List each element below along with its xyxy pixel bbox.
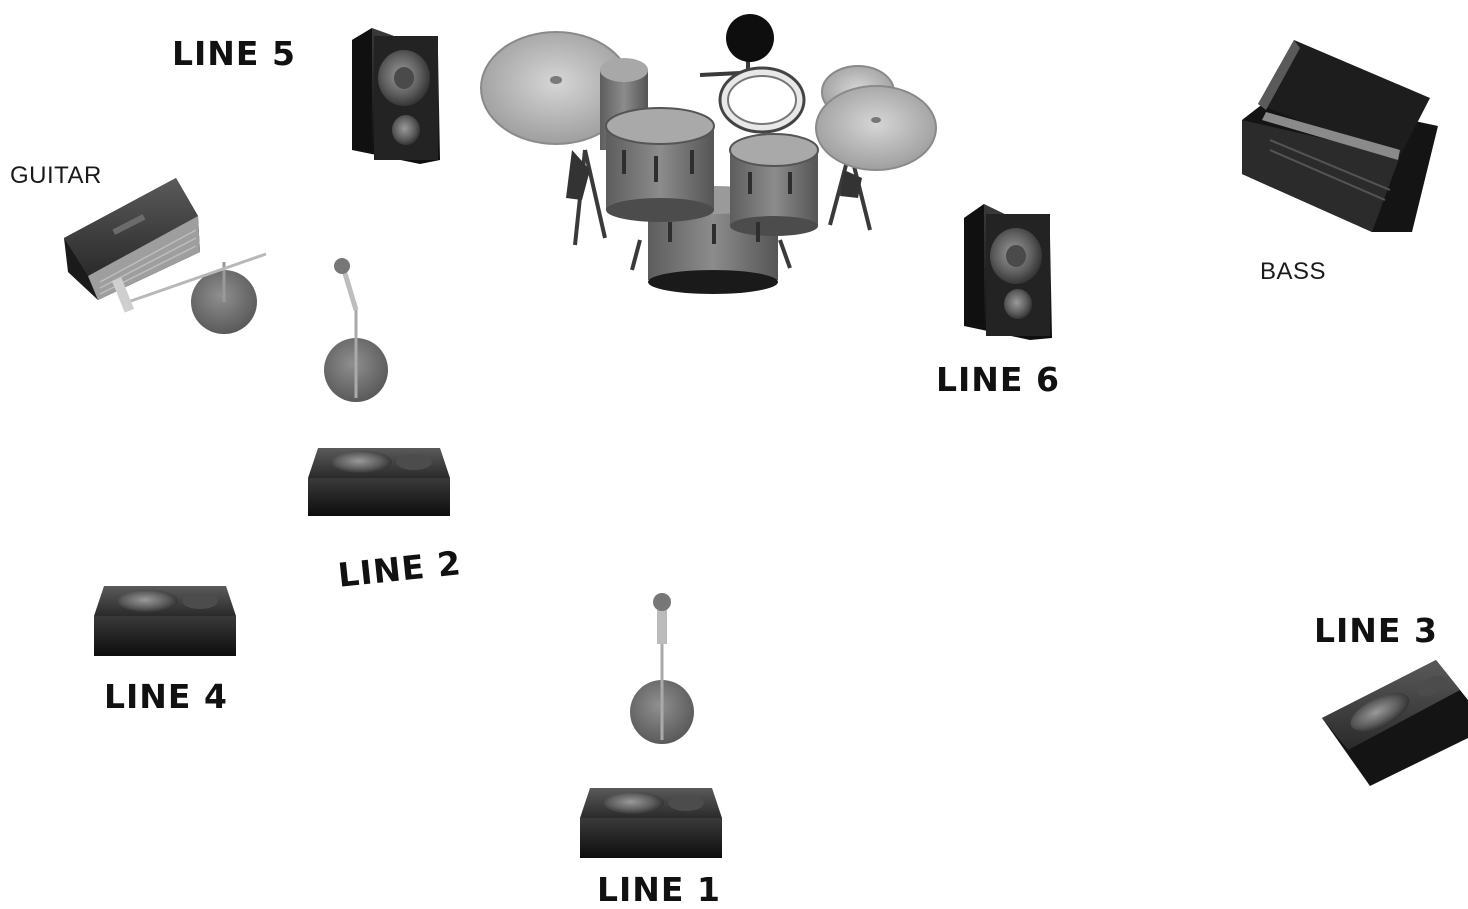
- drum-kit-icon: [480, 14, 937, 294]
- tall-speaker-line6: [964, 204, 1052, 340]
- label-line-3: LINE 3: [1314, 611, 1438, 650]
- mic-stand-icon: [111, 252, 267, 334]
- label-line-6: LINE 6: [936, 360, 1060, 399]
- tall-speaker-line5: [352, 28, 440, 164]
- mic-stand-icon: [324, 258, 388, 402]
- monitor-wedge-line2: [308, 448, 450, 516]
- label-guitar: GUITAR: [10, 162, 102, 189]
- monitor-wedge-line1: [580, 788, 722, 858]
- monitor-wedge-line4: [94, 586, 236, 656]
- monitor-wedge-line3: [1322, 660, 1468, 786]
- label-bass: BASS: [1260, 258, 1327, 285]
- label-line-5: LINE 5: [172, 34, 296, 73]
- guitar-amp-icon: [64, 178, 200, 300]
- bass-amp-icon: [1242, 40, 1438, 232]
- mic-stand-icon: [630, 593, 694, 744]
- label-line-4: LINE 4: [104, 677, 228, 716]
- label-line-1: LINE 1: [597, 870, 721, 909]
